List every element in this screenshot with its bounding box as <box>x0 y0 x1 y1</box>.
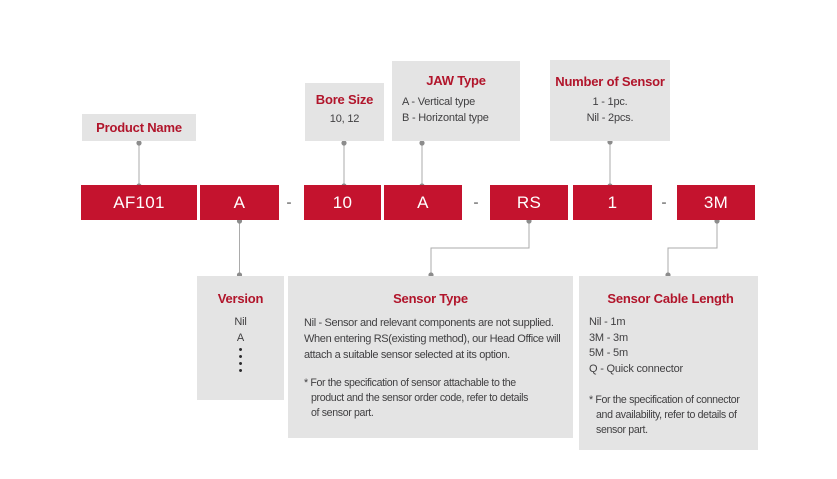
connector-dot <box>419 140 425 146</box>
connector-sensor-cable <box>667 220 718 276</box>
code-separator: - <box>661 194 667 211</box>
option-line: 1 - 1pc. <box>592 96 628 108</box>
callout-bore-size: Bore Size 10, 12 <box>305 83 384 141</box>
code-segment-cable-length: 3M <box>677 185 755 220</box>
note-line: * For the specification of connector <box>589 394 740 406</box>
cable-length-note: * For the specification of connector and… <box>589 393 752 438</box>
callout-sensor-cable-length: Sensor Cable Length Nil - 1m 3M - 3m 5M … <box>579 276 758 450</box>
code-segment-sensor-type: RS <box>490 185 568 220</box>
dot: • <box>238 351 243 363</box>
callout-title: Sensor Type <box>393 291 468 306</box>
description-line: attach a suitable sensor selected at its… <box>304 349 510 361</box>
code-segment-jaw-type: A <box>384 185 462 220</box>
connector-dot <box>136 140 142 146</box>
dot: • <box>238 344 243 356</box>
callout-sensor-type: Sensor Type Nil - Sensor and relevant co… <box>288 276 573 438</box>
sensor-type-note: * For the specification of sensor attach… <box>304 376 557 421</box>
code-segment-number-of-sensor: 1 <box>573 185 652 220</box>
ellipsis-dots: • • • • <box>197 344 284 377</box>
callout-product-name: Product Name <box>82 114 196 141</box>
callout-version: Version Nil A • • • • <box>197 276 284 400</box>
option-line: A <box>236 332 245 344</box>
connector-dot <box>341 140 347 146</box>
code-separator: - <box>473 194 479 211</box>
callout-title: Number of Sensor <box>555 74 665 89</box>
code-segment-product-name: AF101 <box>81 185 197 220</box>
callout-jaw-type: JAW Type A - Vertical type B - Horizonta… <box>392 61 520 141</box>
callout-title: Version <box>217 291 264 306</box>
sensor-type-description: Nil - Sensor and relevant components are… <box>304 315 561 363</box>
option-line: Nil <box>234 316 247 328</box>
number-of-sensor-options: 1 - 1pc. Nil - 2pcs. <box>550 94 670 126</box>
code-segment-version: A <box>200 185 279 220</box>
option-line: 3M - 3m <box>589 331 628 344</box>
dot: • <box>238 358 243 370</box>
connector-sensor-type <box>430 220 530 276</box>
option-line: B - Horizontal type <box>402 112 489 124</box>
note-line: * For the specification of sensor attach… <box>304 377 516 389</box>
jaw-type-options: A - Vertical type B - Horizontal type <box>392 94 520 126</box>
option-line: Q - Quick connector <box>589 362 684 375</box>
callout-title: Sensor Cable Length <box>607 291 734 306</box>
bore-size-values: 10, 12 <box>329 113 360 125</box>
note-line: of sensor part. <box>311 407 374 419</box>
code-segment-bore-size: 10 <box>304 185 381 220</box>
option-line: Nil - 1m <box>589 316 626 328</box>
note-line: and availability, refer to details of <box>596 409 737 421</box>
dot: • <box>238 365 243 377</box>
option-line: 5M - 5m <box>589 347 628 359</box>
description-line: Nil - Sensor and relevant components are… <box>304 317 554 329</box>
callout-number-of-sensor: Number of Sensor 1 - 1pc. Nil - 2pcs. <box>550 60 670 141</box>
note-line: sensor part. <box>596 424 648 436</box>
cable-length-options: Nil - 1m 3M - 3m 5M - 5m Q - Quick conne… <box>589 315 752 377</box>
option-line: A - Vertical type <box>402 96 476 108</box>
description-line: When entering RS(existing method), our H… <box>304 333 561 345</box>
option-line: Nil - 2pcs. <box>586 112 634 124</box>
code-separator: - <box>286 194 292 211</box>
note-line: product and the sensor order code, refer… <box>311 392 529 404</box>
callout-title: Bore Size <box>315 92 374 107</box>
callout-title: Product Name <box>96 120 182 135</box>
callout-title: JAW Type <box>426 73 486 88</box>
version-options: Nil A <box>197 314 284 346</box>
